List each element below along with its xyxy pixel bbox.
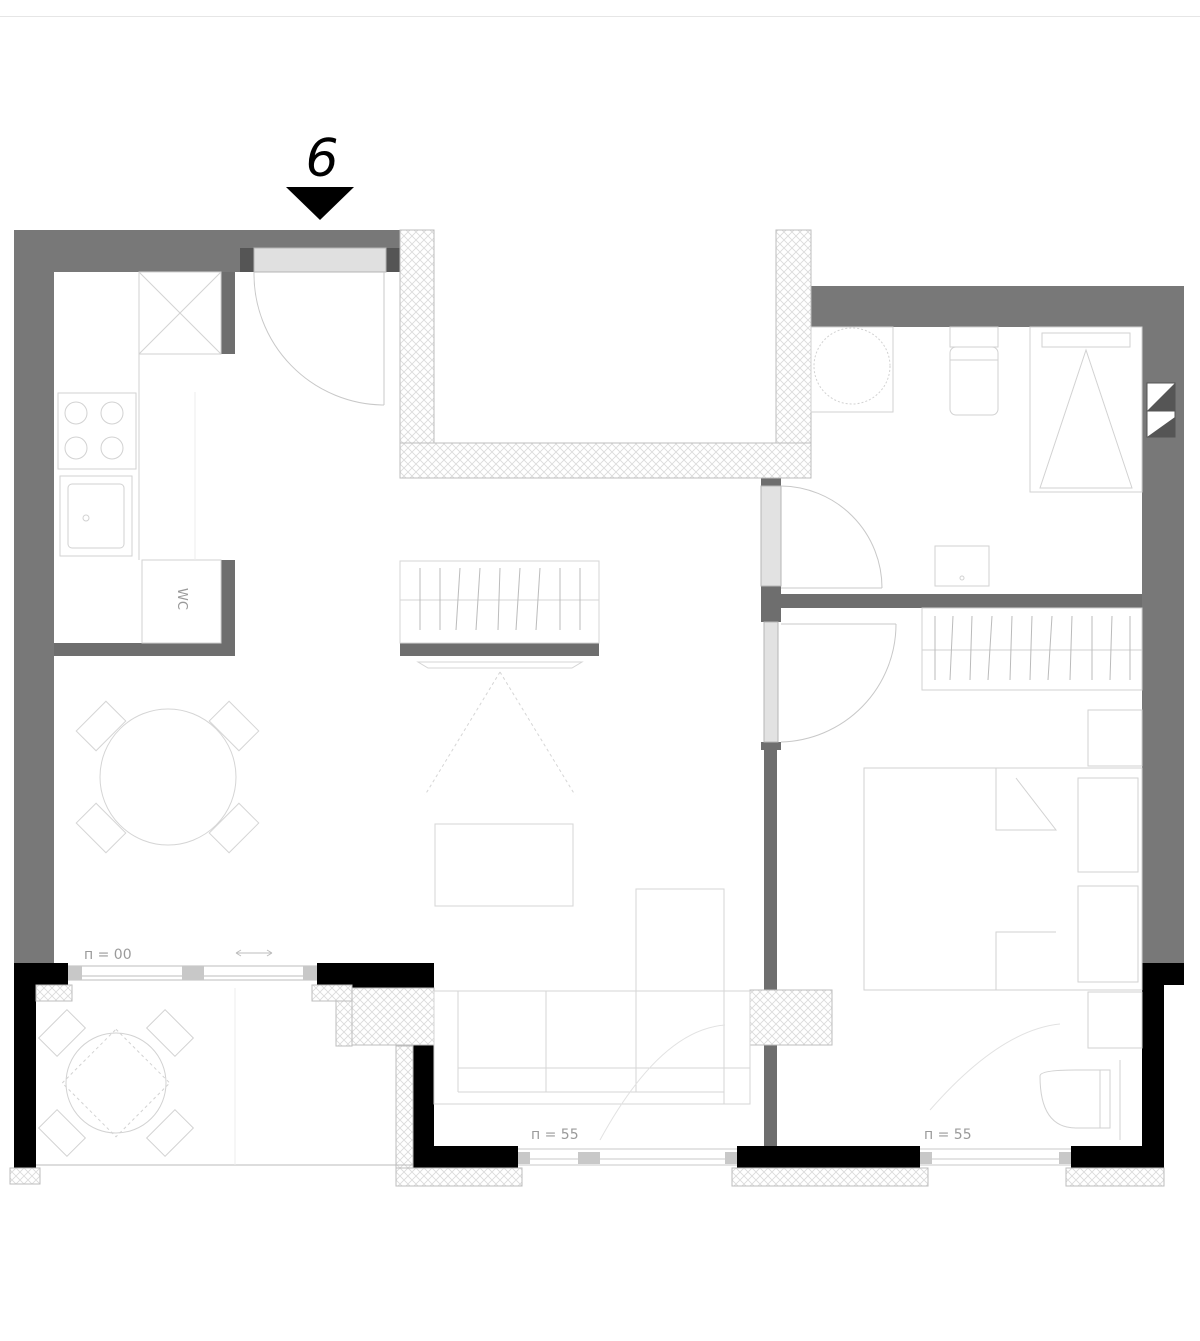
- hall-wardrobe: [399, 560, 600, 644]
- bedroom-furniture: [863, 607, 1143, 1140]
- windows: [68, 247, 1176, 1166]
- hatched-courtyard-walls: [9, 229, 1165, 1187]
- kitchen-furniture: [57, 271, 222, 644]
- living-room-furniture: [75, 661, 751, 1141]
- exterior-walls-black: [14, 963, 1184, 1168]
- entry-arrow-icon: [286, 187, 354, 220]
- entry-number: 6: [305, 129, 338, 189]
- interior-partitions: [54, 248, 1142, 1146]
- window-label-living: п = 55: [531, 1127, 579, 1143]
- window-label-balcony: п = 00: [84, 947, 132, 963]
- balcony-furniture: [36, 988, 413, 1166]
- wc-label: WC: [174, 588, 189, 610]
- window-label-bedroom: п = 55: [924, 1127, 972, 1143]
- exterior-walls-gray: [14, 230, 1184, 963]
- top-divider-line: [0, 16, 1200, 17]
- door-swings: [253, 271, 897, 743]
- bathroom-fixtures: [810, 326, 1143, 587]
